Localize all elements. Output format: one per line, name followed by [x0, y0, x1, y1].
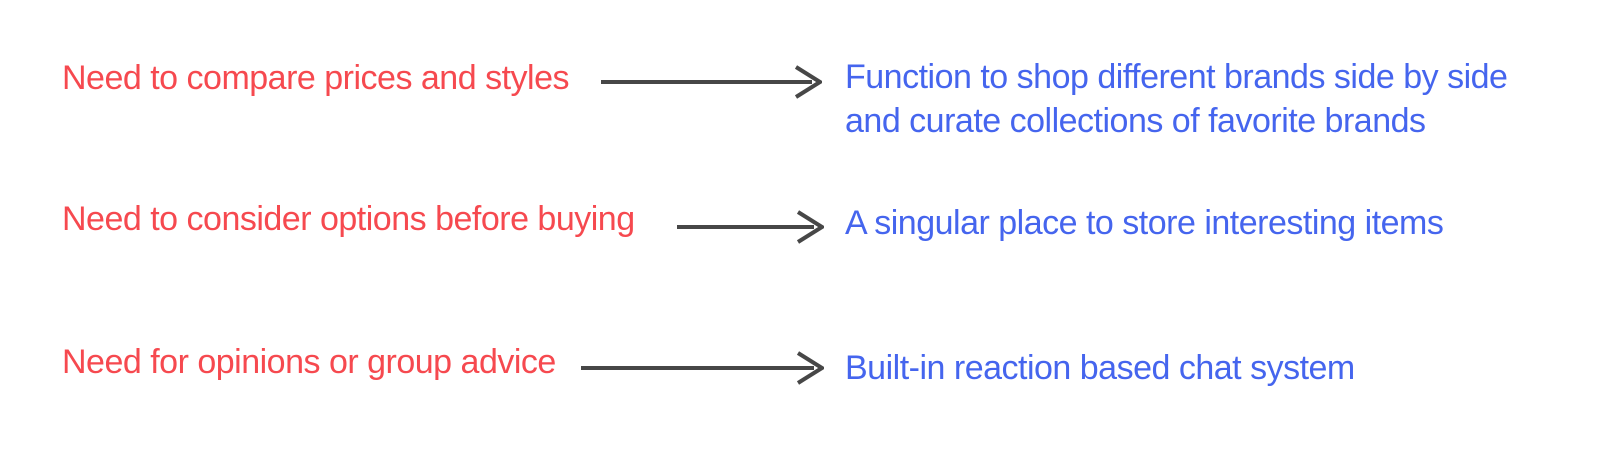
solution-label: Function to shop different brands side b…: [845, 55, 1508, 143]
need-label: Need to consider options before buying: [62, 200, 635, 238]
solution-line: A singular place to store interesting it…: [845, 204, 1444, 242]
need-label: Need to compare prices and styles: [62, 59, 569, 97]
solution-line: and curate collections of favorite brand…: [845, 102, 1426, 140]
right-arrow-icon: [677, 210, 824, 244]
right-arrow-icon: [581, 351, 824, 385]
right-arrow-icon: [601, 65, 822, 99]
need-label: Need for opinions or group advice: [62, 343, 556, 381]
solution-label: Built-in reaction based chat system: [845, 346, 1355, 390]
solution-line: Built-in reaction based chat system: [845, 349, 1355, 387]
solution-label: A singular place to store interesting it…: [845, 201, 1444, 245]
solution-line: Function to shop different brands side b…: [845, 58, 1508, 96]
